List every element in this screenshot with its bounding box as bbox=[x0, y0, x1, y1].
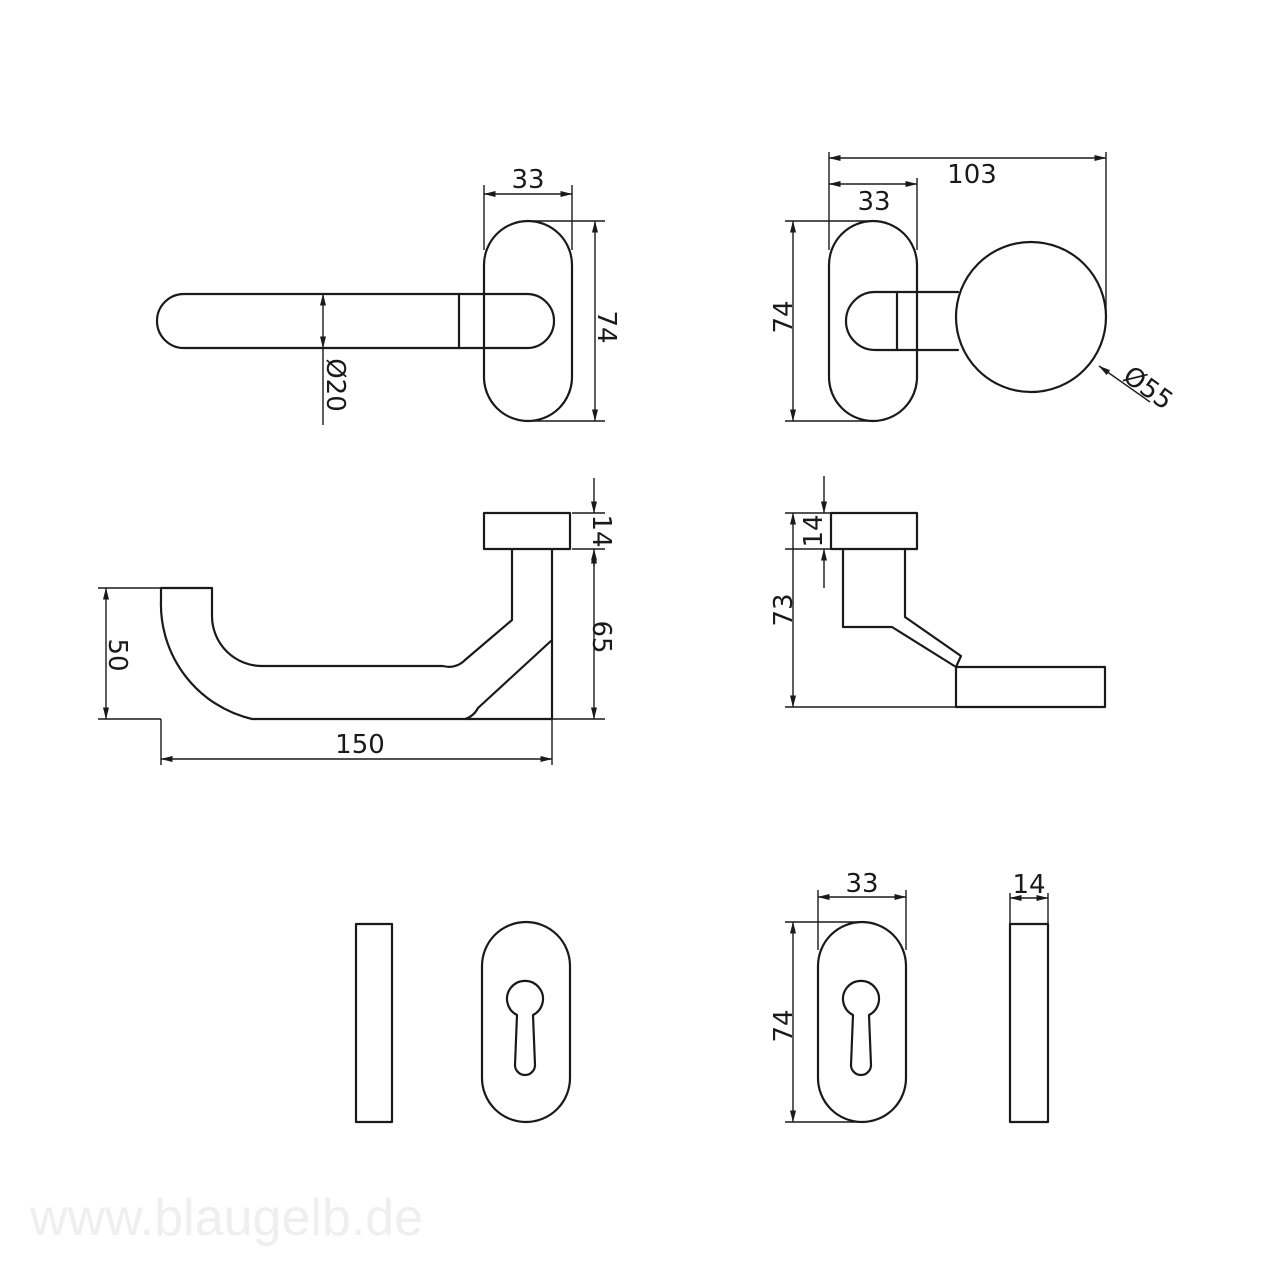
knob-neck-outline bbox=[844, 290, 960, 352]
lever-rose-side-outline bbox=[482, 511, 572, 551]
escutcheon-set-left bbox=[354, 920, 572, 1124]
dim-knob-rose-thickness: 14 bbox=[799, 514, 829, 547]
dim-knob-rose-width: 33 bbox=[857, 187, 890, 217]
dim-knob-rose-height: 74 bbox=[769, 300, 799, 333]
dim-knob-total-width: 103 bbox=[947, 160, 997, 190]
knob-rose-outline bbox=[827, 219, 919, 423]
knob-side-outline bbox=[841, 547, 1107, 709]
lever-side-outline bbox=[159, 547, 554, 721]
cylinder-hole-left bbox=[505, 979, 545, 1077]
dim-escutcheon-height: 74 bbox=[769, 1009, 799, 1042]
escutcheon-front-right bbox=[816, 920, 908, 1124]
lever-grip-outline bbox=[155, 292, 556, 350]
dim-lever-diameter: Ø20 bbox=[320, 358, 350, 412]
dim-lever-length: 150 bbox=[335, 730, 385, 760]
escutcheon-front-left bbox=[480, 920, 572, 1124]
lever-side-view: 14 65 50 150 bbox=[98, 478, 616, 765]
dim-escutcheon-thickness: 14 bbox=[1012, 870, 1045, 900]
dim-lever-front-width: 33 bbox=[511, 165, 544, 195]
dim-knob-projection: 73 bbox=[769, 593, 799, 626]
lever-rose-outline bbox=[482, 219, 574, 423]
watermark: www.blaugelb.de bbox=[29, 1189, 423, 1247]
escutcheon-set-right: 33 74 14 bbox=[769, 869, 1050, 1124]
dim-line-knob-diameter bbox=[1098, 365, 1151, 403]
knob-side-view: 14 73 bbox=[769, 476, 1107, 709]
knob-front-view: 103 33 74 Ø55 bbox=[769, 152, 1178, 423]
dim-lever-height: 65 bbox=[586, 620, 616, 653]
dim-lever-rose-thickness: 14 bbox=[586, 514, 616, 547]
lever-side-inner-edge bbox=[463, 638, 554, 721]
escutcheon-side-left bbox=[354, 922, 394, 1124]
cylinder-hole-right bbox=[841, 979, 881, 1077]
dim-knob-diameter: Ø55 bbox=[1117, 361, 1178, 417]
dim-escutcheon-width: 33 bbox=[845, 869, 878, 899]
knob-outline bbox=[954, 240, 1108, 394]
knob-rose-side-outline bbox=[829, 511, 919, 551]
dim-lever-drop: 50 bbox=[102, 638, 132, 671]
escutcheon-side-right bbox=[1008, 922, 1050, 1124]
lever-front-view: 33 74 Ø20 bbox=[155, 165, 621, 425]
dim-lever-front-height: 74 bbox=[591, 310, 621, 343]
